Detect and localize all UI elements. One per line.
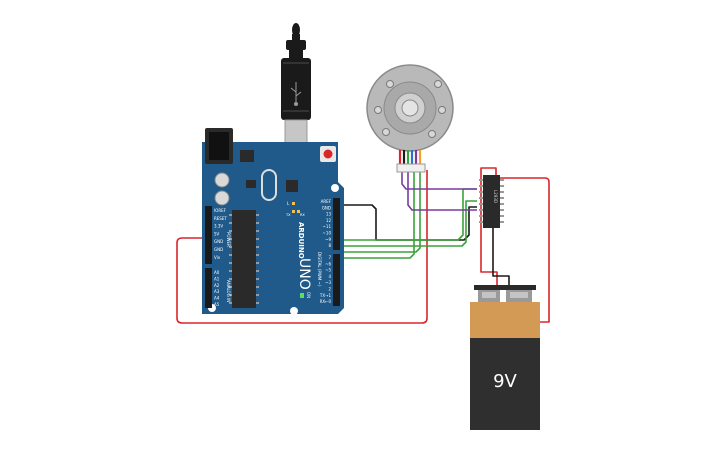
pin-label: ~5 — [325, 268, 331, 273]
wire-purple-2[interactable] — [407, 170, 477, 211]
pin-label: 12 — [326, 218, 332, 223]
power-header[interactable] — [205, 206, 212, 264]
wire-purple-1[interactable] — [401, 170, 477, 190]
pin-label: A2 — [214, 283, 220, 288]
power-pin-labels: IOREF RESET 3.3V 5V GND GND Vin — [214, 208, 227, 260]
wire-green-4[interactable] — [338, 170, 415, 259]
pin-label: A0 — [214, 270, 220, 275]
pin-label: 8 — [328, 243, 331, 248]
pin-label: A3 — [214, 289, 220, 294]
wire-black-battery[interactable] — [492, 228, 510, 288]
pin-label: 7 — [328, 255, 331, 260]
wire-green-3[interactable] — [338, 170, 421, 253]
pin-label: 4 — [328, 274, 331, 279]
label-on: ON — [306, 292, 311, 298]
pin-label: 5V — [214, 231, 220, 236]
led-l — [292, 202, 295, 205]
pin-label: A1 — [214, 276, 220, 281]
digital-header-top[interactable] — [333, 198, 340, 250]
wire-red-5v[interactable] — [176, 170, 428, 324]
pin-label: GND — [214, 247, 223, 252]
arduino-uno-board[interactable]: ARDUINO UNO ON L TX RX POWER ANALOG IN D… — [202, 128, 344, 315]
digital-header-bottom[interactable] — [333, 254, 340, 306]
pin-label: RX←0 — [320, 299, 332, 304]
l293d-driver[interactable]: L293D — [479, 175, 504, 228]
pin-label: ~9 — [325, 237, 331, 242]
label-analog: ANALOG IN — [226, 280, 231, 302]
label-tx: TX — [285, 213, 291, 217]
led-tx — [292, 210, 295, 213]
analog-header[interactable] — [205, 268, 212, 308]
wires — [176, 167, 550, 324]
capacitor — [214, 190, 230, 206]
pin-label: 2 — [328, 287, 331, 292]
driver-label: L293D — [493, 190, 498, 203]
pin-label: Vin — [214, 255, 221, 260]
label-power: POWER — [226, 232, 231, 247]
pin-label: RESET — [214, 216, 227, 221]
usb-cable[interactable] — [281, 23, 311, 161]
pin-label: A4 — [214, 296, 220, 301]
board-model: UNO — [296, 258, 312, 290]
battery-terminal-positive[interactable] — [478, 290, 500, 302]
pin-label: 3.3V — [214, 224, 223, 229]
label-digital: DIGITAL (PWM ~) — [317, 252, 322, 287]
wire-red-battery-driver[interactable] — [480, 167, 498, 288]
pin-label: ~11 — [323, 224, 332, 229]
pin-label: ~6 — [325, 261, 331, 266]
pin-label: GND — [214, 239, 223, 244]
motor-connector[interactable] — [396, 163, 426, 173]
wire-red-right-loop[interactable] — [500, 177, 550, 323]
pin-label: TX→1 — [319, 293, 332, 298]
label-l: L — [287, 201, 290, 206]
pin-label: IOREF — [214, 208, 227, 213]
pin-label: 13 — [326, 212, 332, 217]
pin-label: ~10 — [323, 231, 332, 236]
led-on — [300, 293, 304, 298]
motor-screws — [374, 80, 446, 138]
pin-label: ~3 — [325, 280, 331, 285]
usb-icon — [290, 82, 302, 106]
pin-label: GND — [322, 205, 331, 210]
label-rx: RX — [300, 213, 305, 217]
crystal-oscillator — [261, 169, 277, 201]
board-brand: ARDUINO — [297, 222, 305, 259]
atmega-chip — [232, 210, 256, 308]
battery-terminal-negative[interactable] — [506, 290, 532, 302]
capacitor — [214, 172, 230, 188]
pin-label: AREF — [321, 199, 332, 204]
dc-motor-encoder[interactable] — [366, 64, 454, 173]
led-rx — [297, 210, 300, 213]
battery-9v[interactable]: 9V — [470, 285, 540, 430]
pin-label: A5 — [214, 302, 220, 307]
battery-label: 9V — [493, 371, 517, 392]
